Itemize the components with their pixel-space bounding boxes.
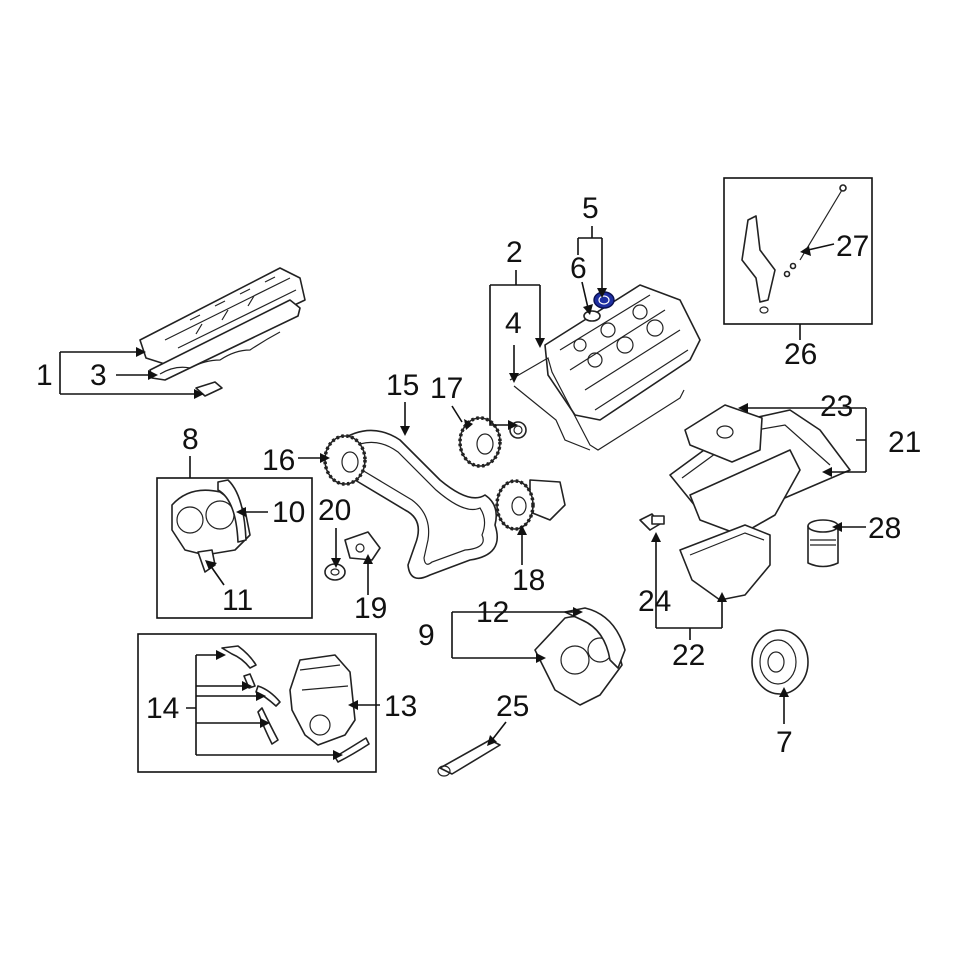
group-box-timing-cover-upper (156, 477, 313, 619)
timing-cover-seals-part (221, 645, 370, 763)
callout-17: 17 (430, 372, 463, 405)
timing-belt-part (335, 429, 498, 580)
callout-6: 6 (570, 252, 587, 285)
callout-2: 2 (506, 236, 523, 269)
idler-pulley-part (324, 563, 346, 581)
upper-timing-cover-part (171, 479, 251, 573)
callout-10: 10 (272, 496, 305, 529)
crank-pulley-part (751, 629, 809, 695)
valve-cover-part (544, 284, 701, 421)
tensioner-part (344, 531, 381, 561)
callout-18: 18 (512, 564, 545, 597)
cam-sprocket-left-part (323, 434, 367, 486)
callout-8: 8 (182, 423, 199, 456)
callout-16: 16 (262, 444, 295, 477)
oil-filter-part (807, 519, 839, 568)
group-box-timing-cover-lower (137, 633, 377, 773)
intake-cover-part (139, 267, 306, 366)
callout-3: 3 (90, 359, 107, 392)
drain-plug-part (639, 513, 665, 531)
arrowheads (136, 246, 842, 760)
valve-cover-gasket-part (509, 357, 685, 451)
dipstick-tube-part (741, 215, 776, 314)
oil-pickup-tube-part (437, 739, 501, 777)
callout-27: 27 (836, 230, 869, 263)
oil-cap-part (593, 291, 615, 309)
callout-26: 26 (784, 338, 817, 371)
oil-pan-lower-part (679, 524, 771, 601)
lower-timing-cover-part (289, 654, 356, 746)
callout-21: 21 (888, 426, 921, 459)
callout-20: 20 (318, 494, 351, 527)
callout-numbers: 1 2 3 4 5 6 7 8 9 10 11 12 13 14 15 16 1… (36, 192, 921, 759)
oil-cap-seal-part (583, 310, 601, 322)
oil-pan-gasket-part (684, 404, 763, 463)
callout-14: 14 (146, 692, 179, 725)
callout-11: 11 (222, 584, 253, 617)
group-box-dipstick (723, 177, 873, 325)
leader-lines (59, 226, 867, 756)
crank-sprocket-part (495, 479, 566, 531)
callout-4: 4 (505, 307, 522, 340)
callout-23: 23 (820, 390, 853, 423)
callout-24: 24 (638, 585, 671, 618)
callout-5: 5 (582, 192, 599, 225)
callout-9: 9 (418, 619, 435, 652)
callout-25: 25 (496, 690, 529, 723)
front-cover-part (534, 607, 626, 706)
callout-19: 19 (354, 592, 387, 625)
callout-22: 22 (672, 639, 705, 672)
callout-13: 13 (384, 690, 417, 723)
callout-15: 15 (386, 369, 419, 402)
callout-28: 28 (868, 512, 901, 545)
callout-12: 12 (476, 596, 509, 629)
cam-sprocket-right-part (458, 416, 502, 468)
callout-7: 7 (776, 726, 793, 759)
callout-1: 1 (36, 359, 53, 392)
